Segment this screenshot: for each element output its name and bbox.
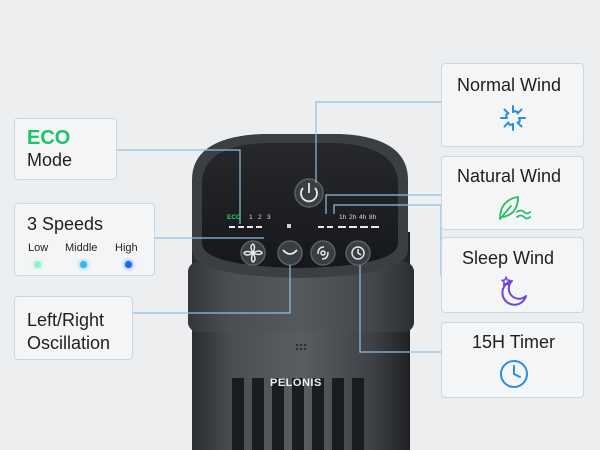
natural-wind-leaf-icon [499,195,531,220]
clock-icon [500,360,528,388]
speed-low-dot [34,261,41,268]
speed-middle-label: Middle [65,242,98,254]
panel-speed-label-2: 2 [258,214,262,221]
oscillation-line2: Oscillation [27,333,111,353]
eco-mode-callout: ECO Mode [14,118,117,180]
speeds-callout: 3 Speeds Low Middle High [14,203,155,276]
eco-title: ECO [27,127,71,149]
natural-wind-label: Natural Wind [457,166,562,186]
speed-high-dot [125,261,132,268]
eco-subtitle: Mode [27,150,73,170]
speed-high-label: High [115,242,138,254]
sleep-wind-callout: Sleep Wind [441,237,584,313]
panel-speed-label-1: 1 [249,214,253,221]
moon-star-icon [501,276,527,306]
panel-timer-1h: 1h [339,214,347,221]
panel-timer-8h: 8h [369,214,377,221]
panel-eco-label: ECO [227,214,242,221]
natural-wind-callout: Natural Wind [441,156,584,230]
normal-wind-icon [500,105,526,131]
normal-wind-callout: Normal Wind [441,63,584,147]
panel-timer-2h: 2h [349,214,357,221]
sleep-wind-label: Sleep Wind [462,248,555,268]
oscillation-line1: Left/Right [27,310,105,330]
normal-wind-label: Normal Wind [457,75,562,95]
timer-label: 15H Timer [472,332,556,352]
panel-speed-label-3: 3 [267,214,271,221]
timer-callout: 15H Timer [441,322,584,398]
oscillation-callout: Left/Right Oscillation [14,296,133,360]
speed-middle-dot [80,261,87,268]
panel-timer-4h: 4h [359,214,367,221]
speeds-title: 3 Speeds [27,214,104,234]
speed-low-label: Low [28,242,49,254]
brand-logo: PELONIS [270,377,322,389]
